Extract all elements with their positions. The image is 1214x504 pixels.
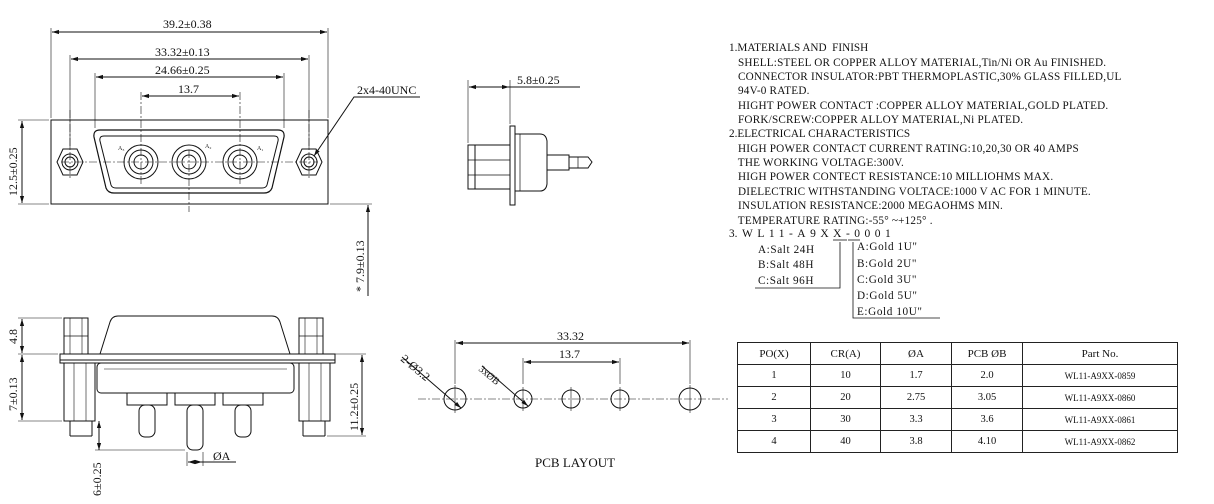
gold-options: A:Gold 1U" B:Gold 2U" C:Gold 3U" D:Gold … [857,241,923,318]
contact-label-a1: A₁ [257,146,263,152]
cell-part-number: WL11-A9XX-0859 [1022,364,1178,387]
bottom-view [18,315,366,466]
note-line: 1.MATERIALS AND FINISH [729,42,868,54]
note-line: FORK/SCREW:COPPER ALLOY MATERIAL,Ni PLAT… [729,114,1023,126]
salt-option: B:Salt 48H [758,259,814,271]
cell-position: 4 [737,430,811,453]
gold-option: A:Gold 1U" [857,241,918,253]
dim-shell-width: 24.66±0.25 [155,63,210,77]
cell-pin-diameter: 3.3 [880,408,952,431]
dim-mount-spacing: 33.32±0.13 [155,45,210,59]
note-line: INSULATION RESISTANCE:2000 MEGAOHMS MIN. [729,200,1003,212]
pcb-contact-hole-2 [561,387,581,411]
front-flange [50,119,329,205]
bottom-view-labels: 4.8 7±0.13 11.2±0.25 6±0.25 ØA [6,329,361,496]
cell-pcb-hole-diameter: 3.6 [951,408,1023,431]
cell-pcb-hole-diameter: 2.0 [951,364,1023,387]
dim-contact-pitch: 13.7 [178,82,199,96]
part-code-label: 3. [729,228,738,240]
cell-current-rating: 30 [810,408,881,431]
front-d-shell [93,129,285,194]
cell-position: 3 [737,408,811,431]
cell-part-number: WL11-A9XX-0860 [1022,386,1178,409]
pcb-mount-hole-right [678,385,702,413]
part-code-breakdown [755,239,940,319]
cell-position: 1 [737,364,811,387]
header-pin-diameter: ØA [880,342,952,365]
note-line: DIELECTRIC WITHSTANDING VOLTACE:1000 V A… [729,186,1091,198]
dim-hex-height: 4.8 [6,329,20,344]
header-current-rating: CR(A) [810,342,881,365]
cell-pcb-hole-diameter: 4.10 [951,430,1023,453]
table-row: 4 40 3.8 4.10 WL11-A9XX-0862 [737,430,1178,453]
dim-depth: * 7.9±0.13 [353,240,367,292]
table-header-row: PO(X) CR(A) ØA PCB ØB Part No. [737,342,1178,365]
contact-label-a3: A₃ [118,146,124,152]
cell-position: 2 [737,386,811,409]
note-line: TEMPERATURE RATING:-55° ~+125° . [729,215,933,227]
pcb-dim-mount-spacing: 33.32 [557,329,584,343]
pcb-mount-hole-leader [401,356,462,409]
pcb-layout-labels: 33.32 13.7 2-Ø3.2 3xØB PCB LAYOUT [398,329,615,470]
note-line: 94V-0 RATED. [729,85,810,97]
dim-leg-height: 11.2±0.25 [347,383,361,431]
note-line: HIGH POWER CONTECT RESISTANCE:10 MILLIOH… [729,171,1053,183]
cell-pin-diameter: 3.8 [880,430,952,453]
note-line: SHELL:STEEL OR COPPER ALLOY MATERIAL,Tin… [729,57,1106,69]
pcb-mount-hole-label: 2-Ø3.2 [398,352,433,384]
pcb-dim-contact-pitch: 13.7 [559,347,580,361]
gold-option: D:Gold 5U" [857,290,918,302]
note-line: CONNECTOR INSULATOR:PBT THERMOPLASTIC,30… [729,71,1122,83]
cell-pcb-hole-diameter: 3.05 [951,386,1023,409]
note-line: HIGH POWER CONTACT CURRENT RATING:10,20,… [729,143,1079,155]
cell-current-rating: 40 [810,430,881,453]
salt-options: A:Salt 24H B:Salt 48H C:Salt 96H [758,244,815,287]
dim-pin-dia: ØA [213,449,231,463]
pcb-layout-title: PCB LAYOUT [535,455,615,470]
salt-option: C:Salt 96H [758,275,814,287]
cell-current-rating: 20 [810,386,881,409]
gold-option: C:Gold 3U" [857,274,917,286]
table-row: 2 20 2.75 3.05 WL11-A9XX-0860 [737,386,1178,409]
cell-pin-diameter: 2.75 [880,386,952,409]
pcb-contact-hole-leader [481,365,529,407]
front-view [18,28,420,296]
dim-side-width: 5.8±0.25 [517,73,560,87]
front-view-labels: 39.2±0.38 33.32±0.13 24.66±0.25 13.7 12.… [6,17,416,292]
note-line: THE WORKING VOLTAGE:300V. [729,157,904,169]
dim-height: 12.5±0.25 [6,147,20,196]
dim-overall-width: 39.2±0.38 [163,17,212,31]
contact-label-a2: A₂ [205,144,211,150]
gold-option: E:Gold 10U" [857,306,923,318]
salt-option: A:Salt 24H [758,244,815,256]
pcb-mount-hole-left [443,385,467,413]
dim-body-height: 7±0.13 [6,377,20,411]
pcb-contact-hole-label: 3xØB [476,364,502,388]
gold-option: B:Gold 2U" [857,258,917,270]
notes-block: 1.MATERIALS AND FINISH SHELL:STEEL OR CO… [729,42,1122,240]
header-pcb-hole-diameter: PCB ØB [951,342,1023,365]
header-part-number: Part No. [1022,342,1178,365]
note-line: 2.ELECTRICAL CHARACTERISTICS [729,128,910,140]
pcb-contact-hole-1 [513,387,533,411]
dim-pin-height: 6±0.25 [90,462,104,496]
screw-callout: 2x4-40UNC [357,83,416,97]
screw-callout-leader [313,96,420,157]
pcb-contact-hole-3 [610,387,630,411]
table-row: 3 30 3.3 3.6 WL11-A9XX-0861 [737,408,1178,431]
cell-part-number: WL11-A9XX-0861 [1022,408,1178,431]
cell-pin-diameter: 1.7 [880,364,952,387]
part-code: WL11-A9XX-0001 [742,228,895,240]
table-row: 1 10 1.7 2.0 WL11-A9XX-0859 [737,364,1178,387]
header-position: PO(X) [737,342,811,365]
cell-part-number: WL11-A9XX-0862 [1022,430,1178,453]
note-line: HIGHT POWER CONTACT :COPPER ALLOY MATERI… [729,100,1108,112]
pcb-layout [401,340,728,413]
side-view [467,80,593,206]
cell-current-rating: 10 [810,364,881,387]
spec-table: PO(X) CR(A) ØA PCB ØB Part No. 1 10 1.7 … [737,342,1178,453]
